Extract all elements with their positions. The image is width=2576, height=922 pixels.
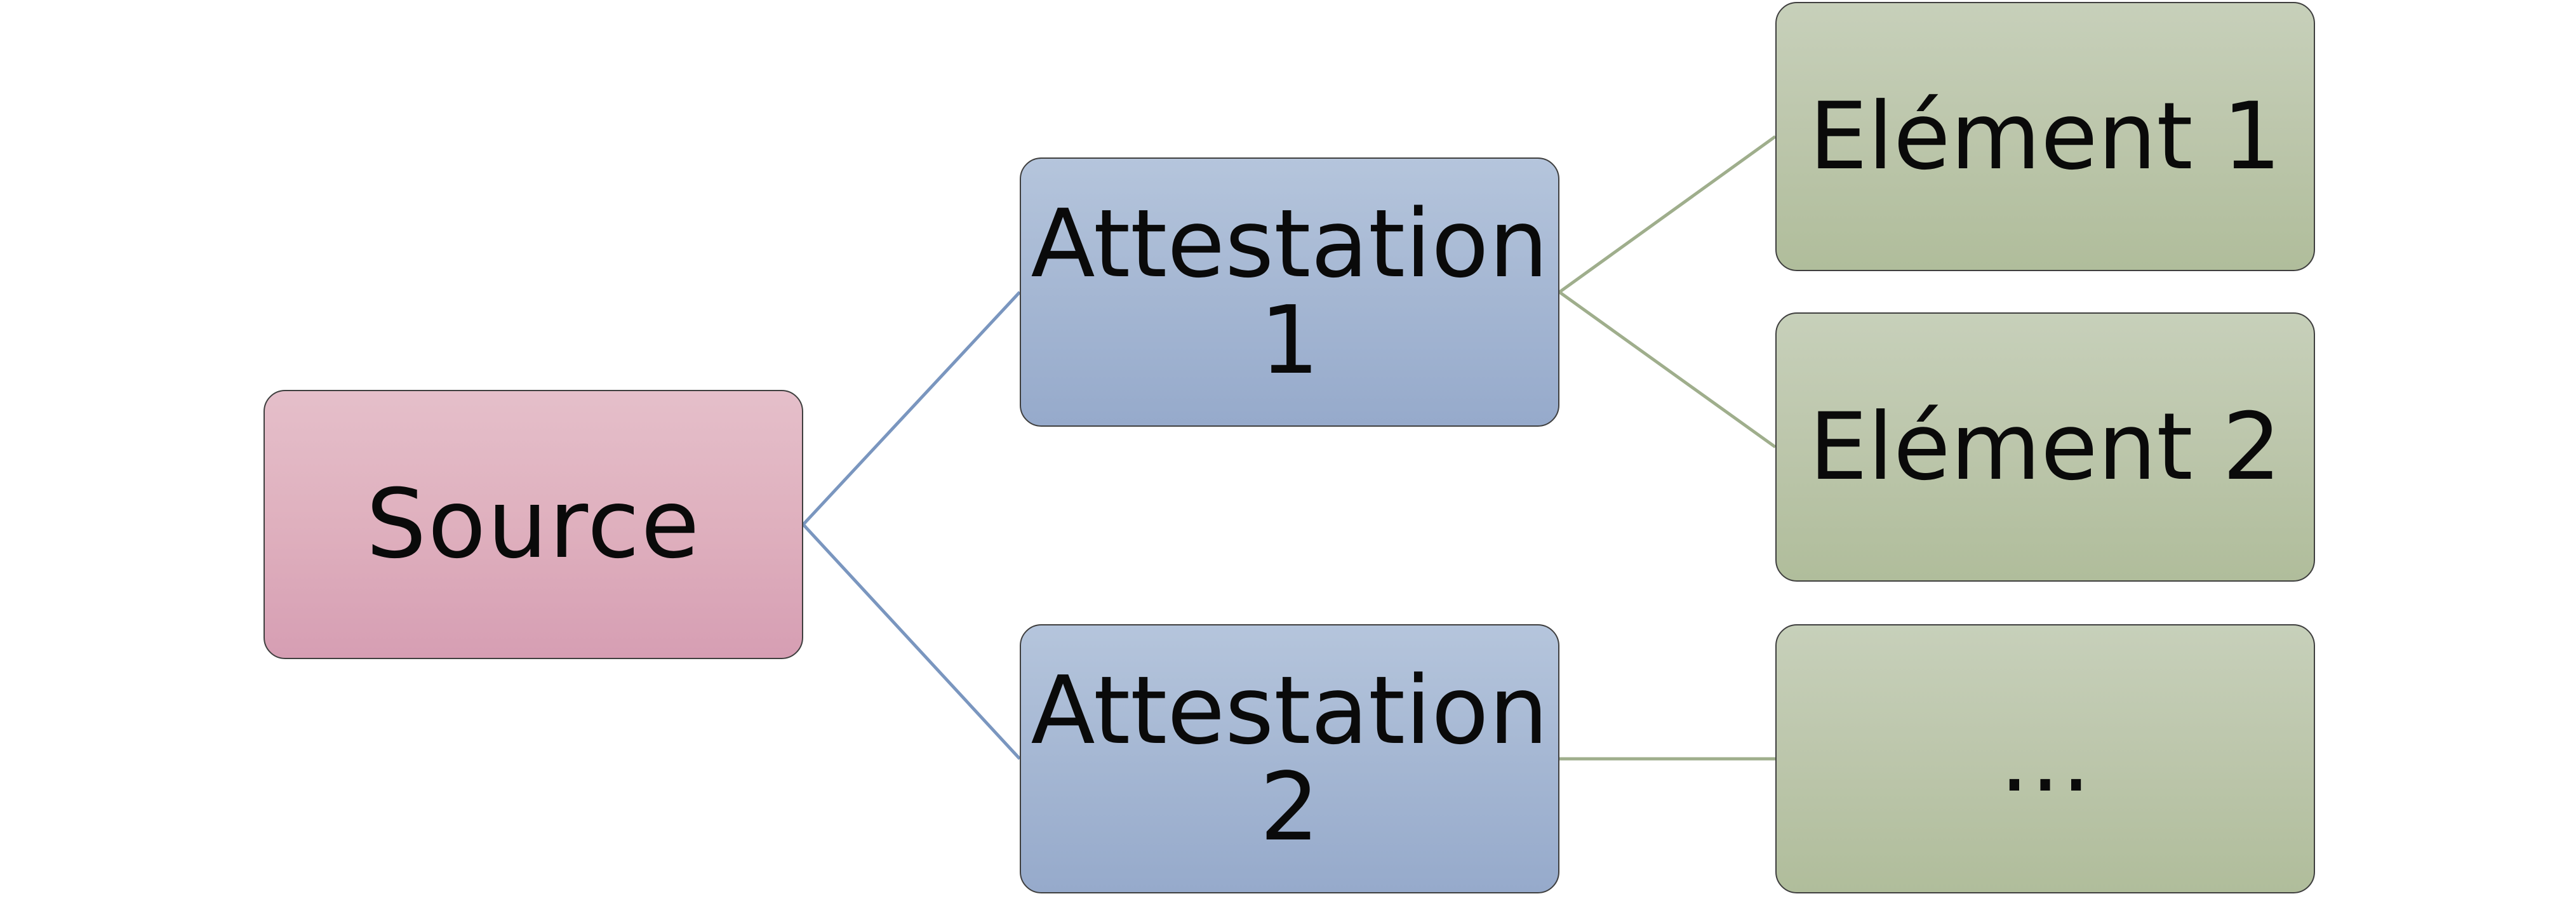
- node-attestation-1: Attestation 1: [1020, 157, 1559, 427]
- node-attestation-2-label: Attestation 2: [1031, 655, 1549, 862]
- edge-attestation-1-element-2: [1558, 290, 1777, 449]
- node-element-2: Elément 2: [1775, 312, 2315, 582]
- node-element-more: …: [1775, 624, 2315, 893]
- edge-attestation-1-element-1: [1558, 135, 1777, 294]
- node-source-label: Source: [366, 469, 701, 580]
- node-attestation-2: Attestation 2: [1020, 624, 1559, 893]
- node-element-1: Elément 1: [1775, 2, 2315, 271]
- node-element-1-label: Elément 1: [1809, 83, 2281, 190]
- node-attestation-1-label: Attestation 1: [1031, 189, 1549, 395]
- node-element-2-label: Elément 2: [1809, 393, 2281, 501]
- edge-source-attestation-1: [802, 291, 1021, 526]
- node-element-more-label: …: [1999, 705, 2092, 813]
- edge-source-attestation-2: [802, 523, 1021, 760]
- node-source: Source: [264, 390, 803, 659]
